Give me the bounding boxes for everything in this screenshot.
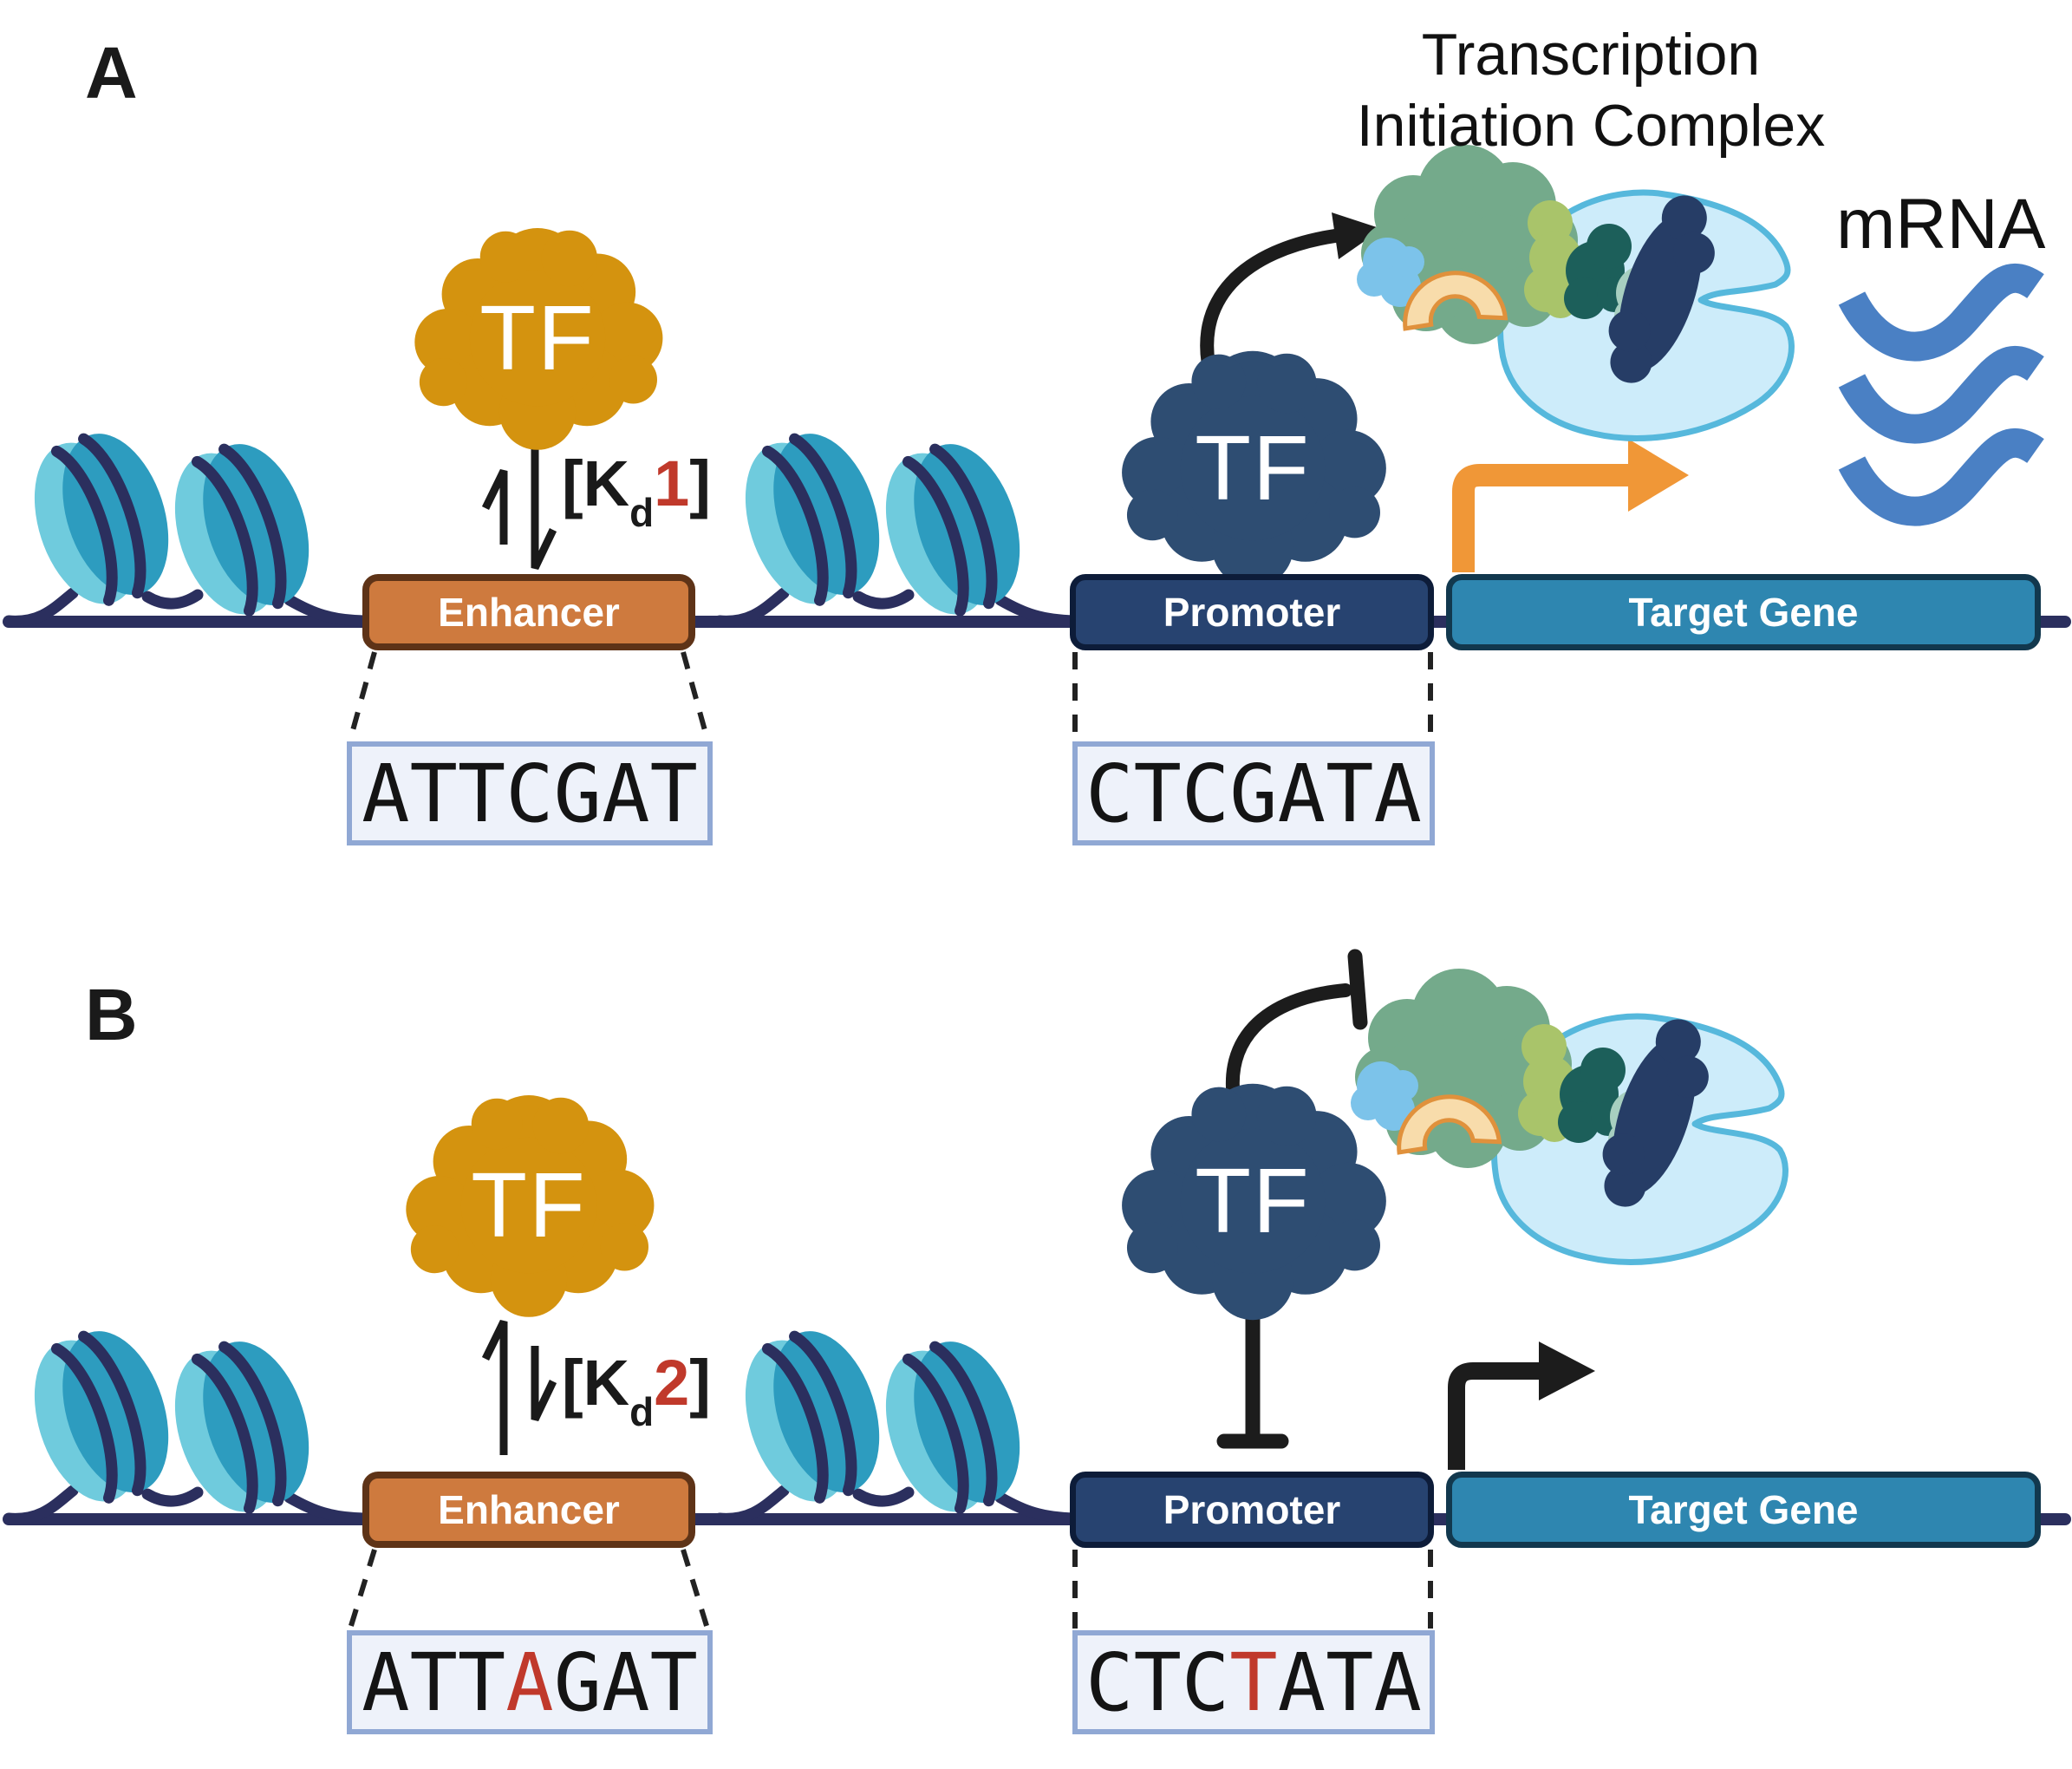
enhancer-box: Enhancer xyxy=(362,574,695,650)
kd-value: 2 xyxy=(654,1347,690,1419)
kd-close: ] xyxy=(689,447,711,519)
panel-a-artwork xyxy=(3,145,2071,741)
promoter-box: Promoter xyxy=(1070,574,1434,650)
transcription-start-arrow-icon xyxy=(1452,439,1689,572)
kd-open: [K xyxy=(562,447,630,519)
tf-promoter-label: TF xyxy=(1195,1149,1311,1252)
transcription-start-arrow-icon xyxy=(1448,1341,1595,1470)
tf-promoter-label: TF xyxy=(1195,416,1311,519)
sequence-post: ATA xyxy=(1277,1635,1422,1729)
enhancer-sequence-box: ATTCGAT xyxy=(347,741,713,845)
mrna-label: mRNA xyxy=(1836,185,2046,264)
complex-title-line2: Initiation Complex xyxy=(1356,93,1826,159)
promoter-label: Promoter xyxy=(1163,1487,1341,1532)
nucleosome-pair-icon xyxy=(720,1317,1075,1525)
panel-a-label: A xyxy=(85,32,138,114)
nucleosome-pair-icon xyxy=(9,1317,364,1525)
tf-enhancer-label: TF xyxy=(479,286,596,389)
target-gene-label: Target Gene xyxy=(1628,1487,1859,1532)
sequence-pre: ATTCGAT xyxy=(362,747,698,840)
kd-sub: d xyxy=(629,490,655,536)
kd2-label: [Kd2] xyxy=(562,1346,711,1434)
dashed-connector xyxy=(348,651,1433,741)
promoter-label: Promoter xyxy=(1163,590,1341,635)
target-gene-box: Target Gene xyxy=(1446,574,2041,650)
initiation-complex-icon xyxy=(1351,969,1785,1262)
panel-b-label: B xyxy=(85,974,138,1055)
kd-close: ] xyxy=(689,1347,711,1419)
nucleosome-pair-icon xyxy=(720,420,1075,628)
enhancer-box: Enhancer xyxy=(362,1472,695,1548)
sequence-mut: T xyxy=(1229,1635,1278,1729)
promoter-box: Promoter xyxy=(1070,1472,1434,1548)
kd-value: 1 xyxy=(654,447,690,519)
kd-open: [K xyxy=(562,1347,630,1419)
enhancer-label: Enhancer xyxy=(438,1487,620,1532)
promoter-sequence-box: CTCGATA xyxy=(1072,741,1435,845)
equilibrium-arrows-icon xyxy=(481,449,557,570)
enhancer-label: Enhancer xyxy=(438,590,620,635)
sequence-pre: ATT xyxy=(362,1635,506,1729)
kd1-label: [Kd1] xyxy=(562,447,711,535)
mrna-waves-icon xyxy=(1852,278,2036,512)
equilibrium-arrows-icon xyxy=(481,1320,557,1455)
inhibition-bar-icon xyxy=(1216,1312,1289,1449)
complex-title: Transcription Initiation Complex xyxy=(1326,19,1855,161)
complex-title-line1: Transcription xyxy=(1421,22,1761,88)
activation-arrow-icon xyxy=(1200,212,1382,387)
sequence-pre: CTCGATA xyxy=(1085,747,1422,840)
sequence-pre: CTC xyxy=(1085,1635,1230,1729)
initiation-complex-icon xyxy=(1357,145,1791,438)
tf-enhancer-label: TF xyxy=(471,1153,587,1257)
nucleosome-pair-icon xyxy=(9,420,364,628)
target-gene-label: Target Gene xyxy=(1628,590,1859,635)
target-gene-box: Target Gene xyxy=(1446,1472,2041,1548)
sequence-post: GAT xyxy=(553,1635,698,1729)
kd-sub: d xyxy=(629,1389,655,1435)
dashed-connector xyxy=(348,1549,1433,1629)
sequence-mut: A xyxy=(505,1635,554,1729)
